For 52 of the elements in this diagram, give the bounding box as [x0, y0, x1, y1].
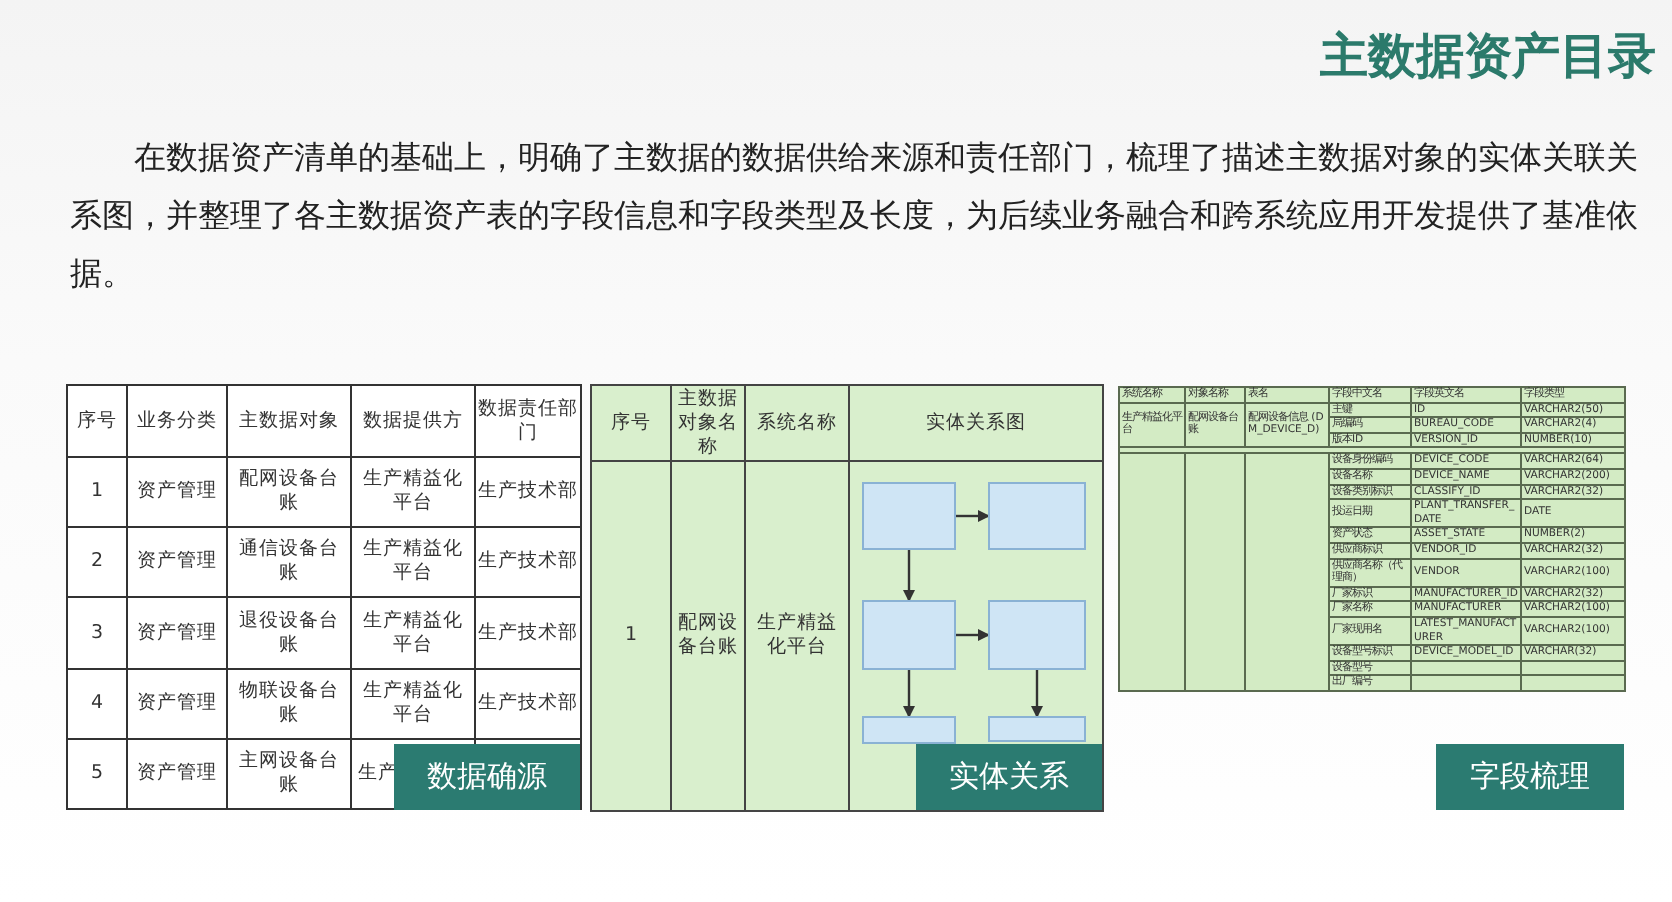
cell-text: 2	[90, 550, 104, 573]
cell-text: 生产技术部	[478, 550, 578, 573]
cell-text: 配网设备台账	[678, 612, 738, 658]
cell-text: 资产管理	[137, 691, 217, 714]
header-text: 主数据对象名称	[678, 387, 738, 457]
cell-text: 物联设备台账	[239, 679, 339, 726]
badge-label: 实体关系	[916, 744, 1102, 810]
arrow	[903, 670, 915, 718]
cell-text: 生产精益化平台	[363, 609, 463, 656]
header-text: 业务分类	[137, 409, 217, 432]
cell-text: 5	[90, 761, 104, 784]
cell-text: 生产精益化平台	[363, 679, 463, 726]
header-text: 序号	[611, 411, 651, 433]
entity-box	[862, 482, 956, 550]
cell-text: 通信设备台账	[239, 538, 339, 585]
entity-box	[862, 716, 956, 744]
badge-label: 字段梳理	[1436, 744, 1624, 810]
header-text: 系统名称	[757, 411, 837, 433]
cell-text: 资产管理	[137, 480, 217, 503]
intro-paragraph: 在数据资产清单的基础上，明确了主数据的数据供给来源和责任部门，梳理了描述主数据对象的实体关联关系图，并整理了各主数据资产表的字段信息和字段类型及长度，为后续业务融合和跨系统应用开发提供了基准依据。	[70, 136, 1638, 296]
entity-box	[988, 482, 1086, 550]
cell-text: 3	[90, 621, 104, 644]
cell-text: 主网设备台账	[239, 749, 339, 796]
header-text: 实体关系图	[926, 411, 1026, 433]
cell-text: 1	[624, 624, 638, 646]
arrow	[1031, 670, 1043, 718]
entity-box	[862, 600, 956, 670]
cell-text: 资产管理	[137, 761, 217, 784]
cell-text: 生产技术部	[478, 691, 578, 714]
page-title: 主数据资产目录	[1320, 26, 1656, 88]
header-text: 数据提供方	[363, 409, 463, 432]
header-text: 序号	[77, 409, 117, 432]
header-text: 数据责任部门	[478, 397, 578, 444]
cell-text: 资产管理	[137, 621, 217, 644]
entity-box	[988, 716, 1086, 742]
cell-text: 生产精益化平台	[363, 538, 463, 585]
cell-text: 1	[90, 480, 104, 503]
badge-label: 数据确源	[394, 744, 580, 810]
arrow	[956, 510, 990, 522]
arrow	[903, 550, 915, 602]
cell-text: 配网设备台账	[239, 468, 339, 515]
cell-text: 生产技术部	[478, 621, 578, 644]
header-text: 主数据对象	[239, 409, 339, 432]
cell-text: 资产管理	[137, 550, 217, 573]
cell-text: 退役设备台账	[239, 609, 339, 656]
entity-box	[988, 600, 1086, 670]
cell-text: 生产精益化平台	[363, 468, 463, 515]
cell-text: 4	[90, 691, 104, 714]
cell-text: 生产精益化平台	[757, 612, 837, 658]
cell-text: 生产技术部	[478, 480, 578, 503]
cell-text: 生产	[358, 761, 398, 784]
arrow	[956, 629, 990, 641]
